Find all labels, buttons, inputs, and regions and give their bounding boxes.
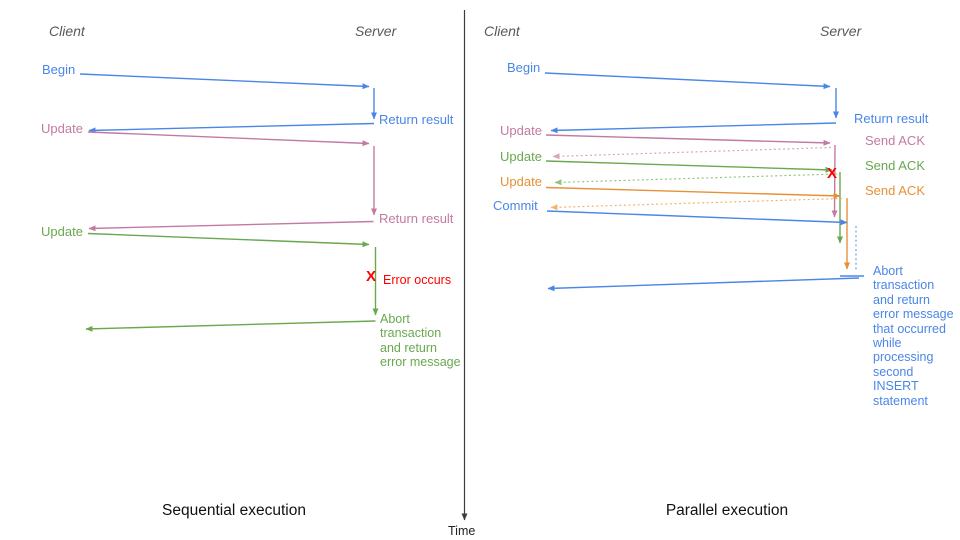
right-server-header: Server [820,23,862,39]
right-update1-processing-line [831,144,838,218]
right-commit-request-arrow [546,210,848,226]
left-return-result-2-label: Return result [379,211,454,226]
left-error-occurs-label: Error occurs [383,273,452,287]
left-abort-return-arrow [85,320,376,332]
left-update2-request-arrow [87,232,370,248]
right-abort-note: Abort transaction and return error messa… [873,264,954,408]
right-send-ack-1-label: Send ACK [865,133,925,148]
left-begin-return-arrow [88,122,375,134]
right-commit-label: Commit [493,198,538,213]
time-axis-label: Time [448,524,476,538]
right-return-result-label: Return result [854,111,929,126]
left-return-result-1-label: Return result [379,112,454,127]
left-update1-return-arrow [88,220,374,232]
left-update1-request-arrow [87,131,370,147]
left-server-header: Server [355,23,397,39]
right-update3-request-arrow [545,186,841,199]
right-error-x-mark: X [827,165,838,182]
left-panel-title: Sequential execution [162,502,306,519]
right-begin-return-arrow [550,122,837,134]
left-begin-request-arrow [79,73,370,90]
right-client-header: Client [484,23,520,39]
left-begin-label: Begin [42,62,76,77]
left-update-1-label: Update [41,121,83,136]
left-client-header: Client [49,23,85,39]
left-abort-note: Abort transaction and return error messa… [380,312,461,370]
right-abort-return-arrow [547,277,860,292]
right-send-ack-2-label: Send ACK [865,158,925,173]
left-error-x-mark: X [366,268,377,285]
right-update1-request-arrow [545,134,831,146]
right-panel-title: Parallel execution [665,502,789,519]
right-update3-ack-arrow [550,197,843,211]
right-begin-request-arrow [544,72,831,90]
right-update1-ack-arrow [552,146,832,160]
right-update-3-label: Update [500,174,542,189]
left-update-2-label: Update [41,224,83,239]
right-update-1-label: Update [500,123,542,138]
right-send-ack-3-label: Send ACK [865,183,925,198]
right-update-2-label: Update [500,149,542,164]
right-update2-request-arrow [545,160,833,173]
right-update2-ack-arrow [554,173,838,186]
right-begin-label: Begin [507,60,541,75]
